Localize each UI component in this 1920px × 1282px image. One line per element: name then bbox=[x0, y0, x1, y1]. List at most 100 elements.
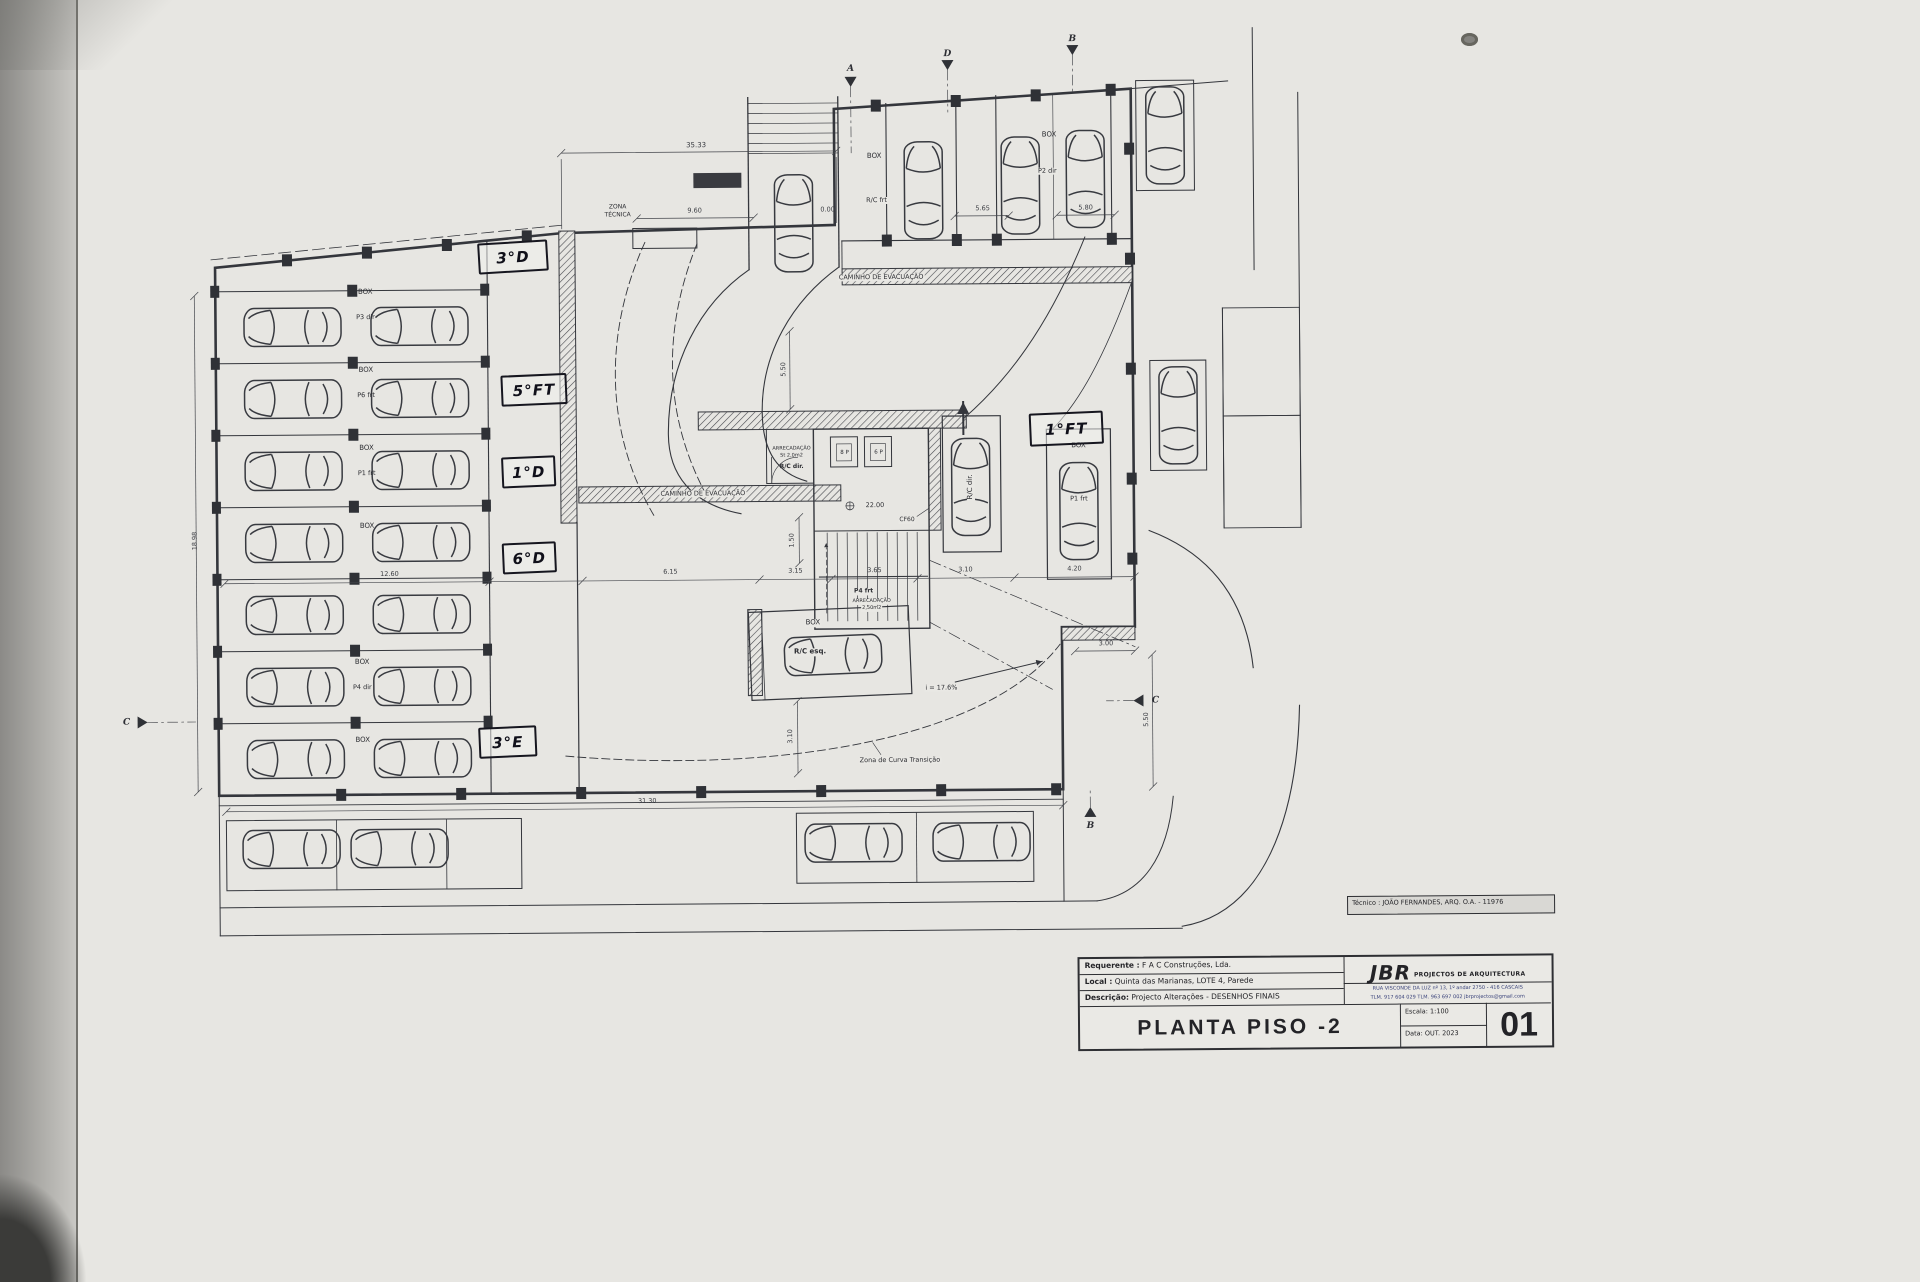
plan-label: R/C frt bbox=[865, 195, 888, 205]
plan-label: P6 frt bbox=[357, 391, 375, 400]
street-right bbox=[1096, 27, 1302, 927]
dimension-label: 6.15 bbox=[663, 567, 678, 576]
parking-box-rc-esq bbox=[747, 605, 913, 702]
plan-label: BOX bbox=[354, 657, 370, 666]
plan-label: 8 P bbox=[840, 449, 849, 456]
dimension-label: 4.20 bbox=[1067, 564, 1082, 573]
dimension-label: 3.10 bbox=[786, 729, 795, 744]
titleblock-project-info: Requerente : F A C Construções, Lda. Loc… bbox=[1079, 956, 1345, 1007]
street-bottom bbox=[218, 788, 1183, 937]
plan-label: P1 frt bbox=[1069, 494, 1089, 503]
section-lines bbox=[147, 54, 1134, 808]
dimension-label: 5.65 bbox=[975, 204, 990, 213]
plan-label: ARRECADAÇÃO bbox=[851, 597, 892, 605]
plan-label: ARRECADAÇÃO bbox=[772, 445, 811, 452]
plan-label: ZONA bbox=[608, 203, 627, 211]
section-marker: A bbox=[846, 63, 855, 74]
section-marker: D bbox=[943, 49, 952, 60]
dimension-label: 3.65 bbox=[867, 566, 882, 575]
plan-label: R/C dir. bbox=[779, 462, 804, 471]
paper-left-edge-shadow bbox=[0, 0, 78, 1282]
firm-logo-row: JBR PROJECTOS DE ARQUITECTURA bbox=[1343, 955, 1552, 985]
plan-label: BOX bbox=[357, 287, 373, 296]
firm-name: PROJECTOS DE ARQUITECTURA bbox=[1413, 970, 1526, 979]
requerente-label: Requerente : bbox=[1084, 960, 1140, 971]
plan-label: R/C esq. bbox=[792, 647, 828, 657]
titleblock-scale-date: Escala: 1:100 Data: OUT. 2023 bbox=[1399, 1002, 1488, 1048]
plan-label: 22.00 bbox=[864, 501, 886, 510]
plan-label: St 2,0m2 bbox=[780, 452, 803, 459]
dimension-label: 0.00 bbox=[820, 205, 835, 214]
handwritten-annotation: 3°E bbox=[478, 724, 538, 759]
plan-label: P4 frt bbox=[853, 587, 875, 596]
section-marker: B bbox=[1086, 820, 1095, 832]
plan-label: BOX bbox=[355, 735, 371, 744]
plan-label: TÉCNICA bbox=[604, 211, 631, 219]
firm-address-block: RUA VISCONDE DA LUZ nº 13, 1º andar 2750… bbox=[1344, 982, 1552, 1003]
dimension-label: 3.00 bbox=[1098, 639, 1114, 648]
section-marker: B bbox=[1068, 34, 1077, 45]
plan-label: BOX bbox=[359, 521, 375, 530]
plan-label: R/C dir. bbox=[965, 473, 975, 501]
local-value: Quinta das Marianas, LOTE 4, Parede bbox=[1114, 975, 1254, 986]
titleblock: Requerente : F A C Construções, Lda. Loc… bbox=[1077, 953, 1555, 1052]
plan-label: P4 dir bbox=[352, 683, 372, 692]
plan-label: CAMINHO DE EVACUAÇÃO bbox=[837, 272, 925, 282]
plan-label: CF60 bbox=[898, 516, 916, 524]
dimension-label: 9.60 bbox=[687, 206, 702, 215]
plan-label: P1 frt bbox=[357, 469, 376, 478]
date-value: Data: OUT. 2023 bbox=[1405, 1029, 1459, 1038]
handwritten-annotation: 5°FT bbox=[500, 372, 568, 407]
dimension-label: 5.50 bbox=[1141, 712, 1151, 727]
dimension-label: 5.50 bbox=[779, 362, 788, 377]
local-label: Local : bbox=[1084, 976, 1113, 987]
top-left-shadow bbox=[0, 0, 220, 70]
scale-value: Escala: 1:100 bbox=[1400, 1003, 1488, 1027]
dimension-label: 31.30 bbox=[637, 796, 657, 805]
plan-label: 6 P bbox=[874, 449, 883, 456]
drawing-title: PLANTA PISO -2 bbox=[1079, 1003, 1401, 1051]
dimension-label: 12.60 bbox=[380, 569, 399, 578]
section-marker: C bbox=[122, 717, 131, 728]
sheet-number: 01 bbox=[1485, 1002, 1552, 1047]
plan-label: 2,50m2 bbox=[861, 604, 883, 612]
titleblock-firm: JBR PROJECTOS DE ARQUITECTURA RUA VISCON… bbox=[1343, 955, 1552, 1004]
plan-label: BOX bbox=[359, 443, 374, 452]
building-boundary-wall bbox=[213, 87, 1137, 798]
descricao-value: Projecto Alterações - DESENHOS FINAIS bbox=[1131, 991, 1280, 1002]
plan-label: BOX bbox=[804, 618, 822, 628]
structural-columns bbox=[210, 83, 1138, 801]
plan-label: Zona de Curva Transição bbox=[858, 755, 942, 765]
handwritten-annotation: 1°FT bbox=[1028, 410, 1105, 447]
dimension-label: 3.10 bbox=[958, 565, 973, 574]
descricao-label: Descrição: bbox=[1084, 992, 1129, 1003]
stair-core bbox=[765, 427, 931, 630]
firm-logo: JBR bbox=[1369, 960, 1412, 985]
dimension-label: 3.15 bbox=[788, 566, 803, 575]
parking-box-rc-dir bbox=[941, 415, 1002, 553]
firm-contacts: TLM. 917 604 029 TLM. 963 697 002 jbrpro… bbox=[1370, 993, 1525, 1001]
plan-label: BOX bbox=[358, 365, 374, 374]
plan-label: P3 dir bbox=[356, 313, 375, 322]
dimension-label: 1.50 bbox=[787, 533, 796, 548]
plan-label: BOX bbox=[1041, 130, 1057, 139]
punch-hole bbox=[1461, 33, 1478, 46]
section-marker-arrows bbox=[137, 45, 1144, 818]
dimension-label: 18.98 bbox=[190, 531, 199, 551]
plan-label: i = 17.6% bbox=[924, 683, 959, 692]
bottom-left-shadow bbox=[0, 1132, 120, 1282]
handwritten-annotation: 3°D bbox=[477, 238, 549, 275]
handwritten-annotation: 6°D bbox=[501, 540, 557, 575]
plan-label: BOX bbox=[866, 151, 882, 160]
requerente-value: F A C Construções, Lda. bbox=[1141, 959, 1232, 970]
drive-guides bbox=[565, 236, 1136, 762]
plan-label: P2 dir bbox=[1036, 166, 1058, 175]
tecnico-text: Técnico : JOÃO FERNANDES, ARQ. O.A. - 11… bbox=[1352, 897, 1504, 907]
dimension-label: 35.33 bbox=[686, 141, 707, 150]
dimension-label: 5.80 bbox=[1078, 203, 1093, 212]
titleblock-tecnico-strip: Técnico : JOÃO FERNANDES, ARQ. O.A. - 11… bbox=[1347, 894, 1556, 915]
